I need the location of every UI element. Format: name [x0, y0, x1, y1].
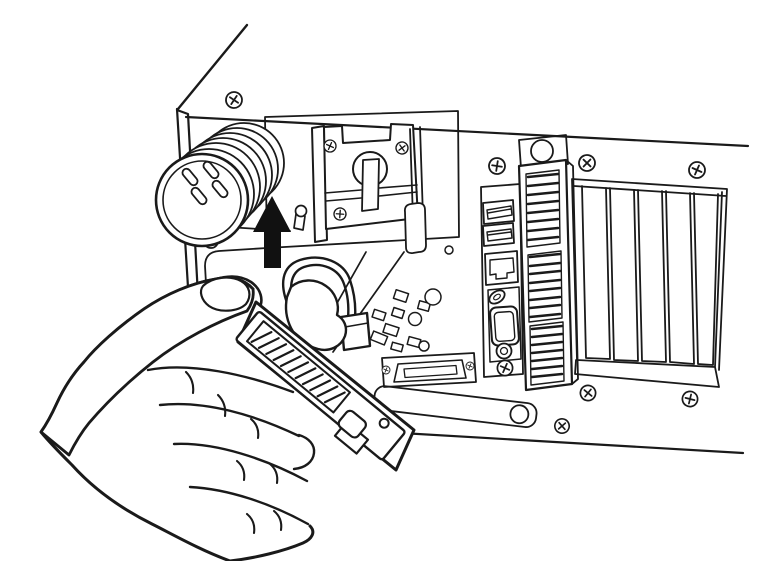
screw-icon	[223, 89, 245, 111]
thumb-shape	[39, 276, 255, 457]
parallel-port	[381, 352, 477, 388]
screw-icon	[323, 139, 337, 153]
fingertip	[292, 433, 316, 471]
io-plate	[480, 183, 524, 378]
top-cover-edge	[176, 23, 249, 111]
screw-icon	[577, 382, 599, 404]
fan-motor	[284, 279, 348, 351]
expansion-slots	[571, 178, 728, 388]
screw-icon	[486, 155, 508, 177]
vent-slats-top	[526, 172, 560, 242]
vent-frame-side	[565, 159, 579, 385]
bracket-seams	[324, 184, 418, 202]
keyhole-slot	[361, 158, 380, 212]
fan-bracket	[311, 123, 427, 255]
panel-bottom-edge	[382, 430, 745, 455]
ethernet-port	[484, 250, 519, 286]
vent-grille	[517, 134, 579, 392]
screw-icon	[381, 365, 391, 375]
knuckle-creases	[184, 370, 283, 535]
slot-recess	[571, 178, 728, 388]
power-connector	[154, 122, 285, 248]
fan-opening-interior	[310, 245, 454, 353]
vent-knob	[530, 139, 554, 163]
guide-post	[293, 204, 308, 231]
up-arrow-icon	[253, 196, 291, 268]
screw-icon	[551, 415, 573, 437]
thumbnail	[199, 276, 251, 312]
vent-slats-middle	[528, 252, 562, 319]
fan-grille-slats	[250, 331, 346, 404]
screw-icon	[680, 389, 700, 409]
serial-port	[487, 286, 522, 363]
vent-top-tab	[518, 134, 569, 169]
pcb-components	[369, 245, 454, 353]
slot-covers	[581, 185, 719, 366]
module-plate	[264, 110, 460, 249]
thumb	[39, 276, 255, 457]
connector-pins	[181, 160, 229, 206]
screw-icon	[688, 161, 706, 179]
io-panel	[480, 183, 524, 378]
bracket-left-flange	[311, 125, 328, 243]
chassis-rear-panel	[154, 23, 750, 455]
fan-corner-hole	[378, 417, 390, 429]
fan-knob	[337, 409, 367, 439]
finger-separations	[146, 366, 316, 526]
screw-icon	[575, 151, 599, 175]
screw-icon	[465, 361, 475, 371]
panel-top-edge	[184, 115, 750, 148]
screw-icon	[496, 359, 514, 377]
bracket-clip	[403, 202, 427, 255]
fan-opening-edge	[204, 247, 268, 337]
fan-cable	[282, 256, 372, 352]
capacitor	[424, 288, 442, 306]
fan-unit	[235, 300, 416, 472]
pinky-outline	[228, 524, 315, 561]
usb-ports	[482, 199, 515, 247]
vent-slats-bottom	[530, 324, 564, 379]
capacitor	[407, 311, 423, 327]
fan-grille-window	[245, 320, 351, 414]
